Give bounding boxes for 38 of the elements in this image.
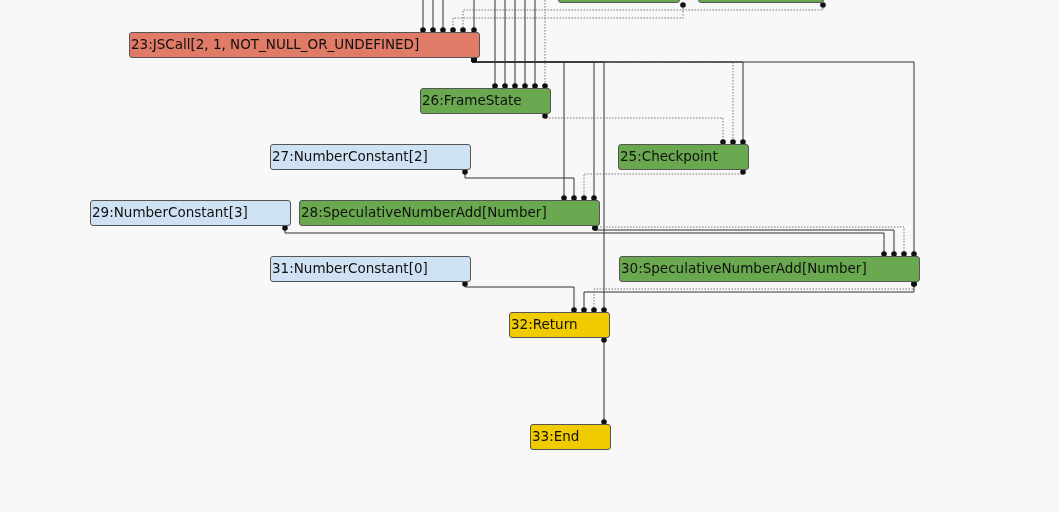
edge-connector — [502, 0, 508, 89]
edge-connector — [601, 337, 607, 425]
graph-node — [270, 256, 471, 282]
graph-node — [129, 32, 480, 58]
edge-connector — [542, 0, 548, 89]
edge-connector — [462, 169, 577, 201]
graph-node — [299, 200, 600, 226]
graph-node — [270, 144, 471, 170]
graph-node — [618, 144, 749, 170]
graph-node — [420, 88, 551, 114]
node-label: 32:Return — [511, 316, 578, 332]
edge-connector — [440, 0, 446, 33]
node-label: 31:NumberConstant[0] — [272, 260, 428, 276]
graph-node — [509, 312, 610, 338]
edge-connector — [581, 169, 746, 201]
graph-node — [619, 256, 920, 282]
edge-connector — [492, 0, 498, 89]
edge-connector — [542, 113, 726, 145]
edge-connector — [282, 225, 887, 257]
edge-connector — [462, 281, 577, 313]
node-label: 29:NumberConstant[3] — [92, 204, 248, 220]
node-label: 25:Checkpoint — [620, 148, 718, 164]
edge-connector — [460, 2, 826, 33]
edge-connector — [532, 0, 538, 89]
node-label: 28:SpeculativeNumberAdd[Number] — [301, 204, 547, 220]
graph-node — [90, 200, 291, 226]
node-label: 33:End — [532, 428, 580, 444]
node-label: 23:JSCall[2, 1, NOT_NULL_OR_UNDEFINED] — [131, 36, 420, 52]
edge-connector — [450, 2, 686, 33]
graph-node — [530, 424, 611, 450]
edge-connector — [512, 0, 518, 89]
edge-connector — [522, 0, 528, 89]
node-label: 30:SpeculativeNumberAdd[Number] — [621, 260, 867, 276]
edge-connector — [471, 0, 477, 33]
edge-connector — [420, 0, 426, 33]
node-label: 26:FrameState — [422, 92, 522, 108]
node-label: 27:NumberConstant[2] — [272, 148, 428, 164]
edge-connector — [430, 0, 436, 33]
